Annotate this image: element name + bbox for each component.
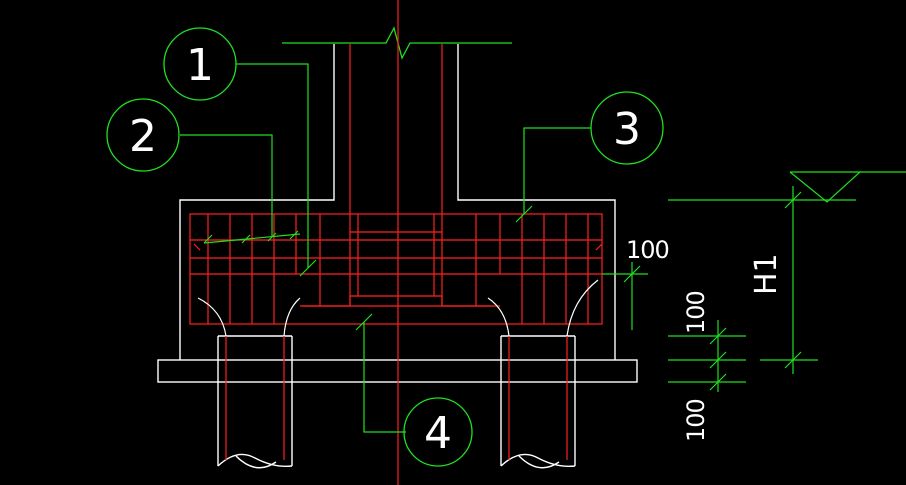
callout-2-circle — [590, 91, 664, 165]
callout-2-label: 3 — [613, 104, 641, 155]
dim-h1: H1 — [749, 253, 784, 295]
callout-4-circle — [163, 27, 237, 101]
column-outline-right — [457, 44, 616, 360]
callout-4-label: 1 — [186, 40, 214, 91]
pile-left-break — [217, 453, 293, 469]
callout-3-label: 2 — [129, 111, 157, 162]
dimension-lines — [602, 171, 906, 392]
break-line — [282, 26, 512, 60]
anchor-hooks — [197, 279, 599, 337]
dim-bottom-100-a: 100 — [682, 291, 710, 334]
dim-bottom-100-b: 100 — [682, 399, 710, 442]
leaders — [180, 63, 591, 433]
callout-1-circle — [403, 397, 473, 467]
callout-3-circle — [106, 98, 180, 172]
pile-right-break — [500, 453, 576, 469]
callout-circles — [106, 27, 664, 467]
column-outline — [179, 44, 335, 360]
rebar — [189, 0, 603, 485]
dim-top-100: 100 — [626, 236, 669, 264]
cap-top-mesh — [189, 213, 603, 325]
callout-1-label: 4 — [424, 408, 452, 459]
